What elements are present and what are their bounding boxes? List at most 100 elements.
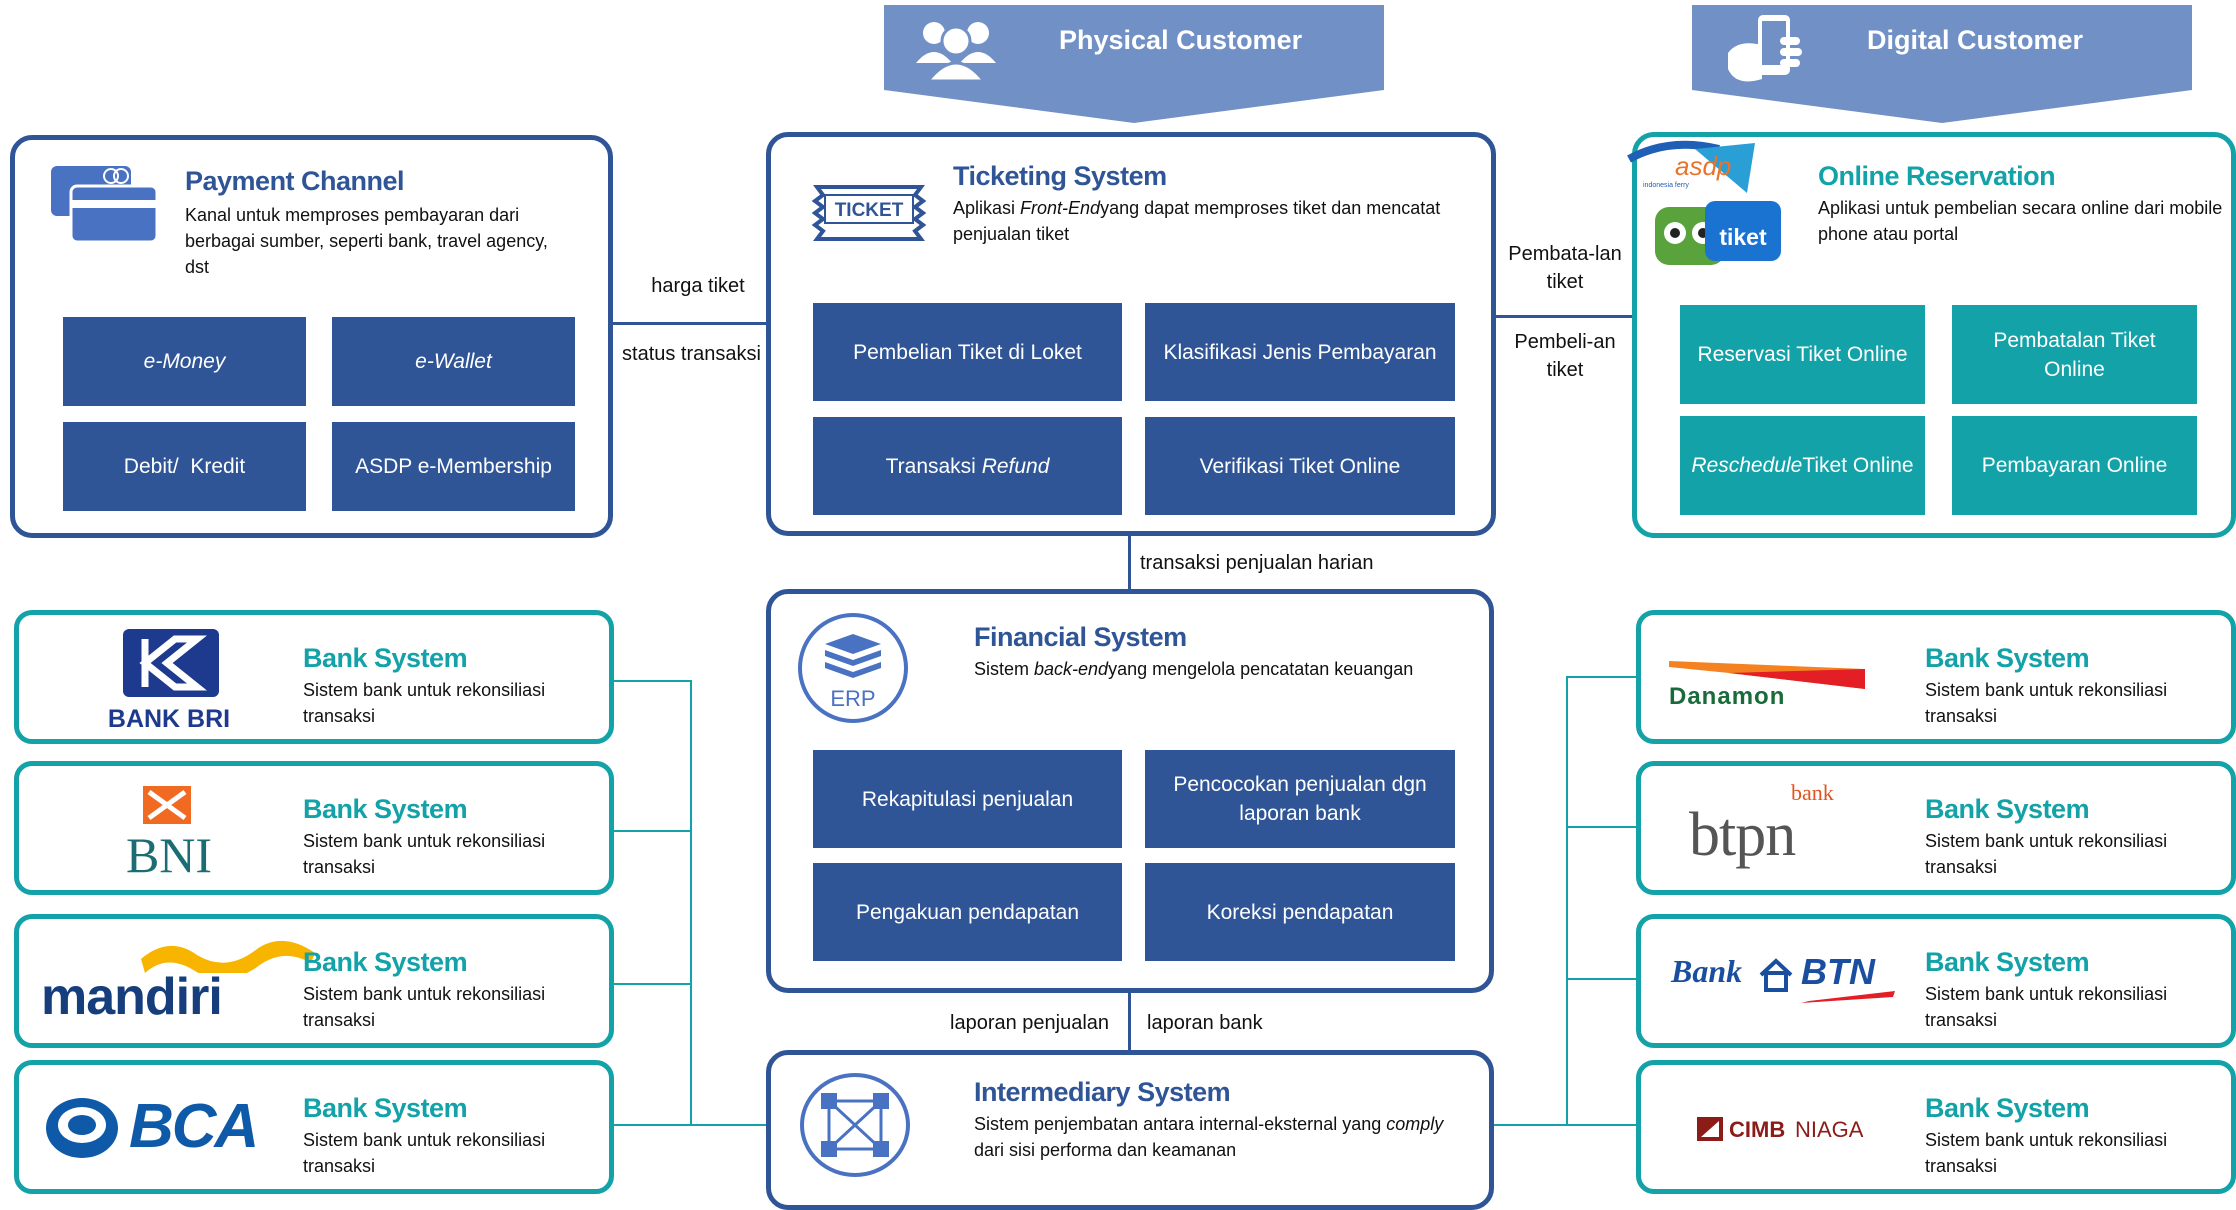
online-reservation-desc: Aplikasi untuk pembelian secara online d… bbox=[1818, 198, 2223, 244]
financial-desc: Sistem back-endyang mengelola pencatatan… bbox=[974, 659, 1414, 679]
network-icon bbox=[800, 1073, 910, 1177]
ticket-icon-text: TICKET bbox=[835, 200, 904, 221]
header-arrow-shape bbox=[884, 5, 1384, 123]
connector-btn bbox=[1566, 978, 1638, 980]
label-status-transaksi: status transaksi bbox=[622, 343, 761, 365]
tile-e-wallet: e-Wallet bbox=[332, 317, 575, 406]
phone-in-hand-icon bbox=[1728, 15, 1802, 82]
intermediary-desc: Sistem penjembatan antara internal-ekste… bbox=[974, 1114, 1444, 1160]
label-pembelian-tiket: Pembeli-an tiket bbox=[1514, 331, 1616, 381]
bca-logo-text: BCA bbox=[129, 1092, 259, 1161]
bni-logo: BNI bbox=[79, 780, 259, 890]
bank-desc: Sistem bank untuk rekonsiliasi transaksi bbox=[303, 984, 546, 1030]
credit-card-icon bbox=[51, 166, 159, 244]
tile-pembatalan-online: Pembatalan Tiket Online bbox=[1952, 305, 2197, 404]
connector-payment-ticketing bbox=[608, 322, 768, 325]
bank-desc: Sistem bank untuk rekonsiliasi transaksi bbox=[303, 1130, 546, 1176]
house-icon bbox=[1759, 958, 1793, 992]
danamon-logo: Danamon bbox=[1669, 659, 1869, 719]
erp-icon: ERP bbox=[798, 613, 908, 723]
bni-logo-mark bbox=[143, 786, 191, 824]
bri-logo-text: BANK BRI bbox=[107, 705, 231, 733]
btpn-logo-text: btpn bbox=[1689, 801, 1796, 869]
bank-desc: Sistem bank untuk rekonsiliasi transaksi bbox=[1925, 680, 2168, 726]
tile-e-money: e-Money bbox=[63, 317, 306, 406]
online-reservation-title: Online Reservation bbox=[1818, 161, 2056, 191]
label-harga-tiket: harga tiket bbox=[651, 275, 745, 297]
bca-logo-emblem bbox=[46, 1098, 118, 1158]
mandiri-logo: mandiri bbox=[39, 939, 315, 1039]
bank-title: Bank System bbox=[1925, 1093, 2090, 1123]
btn-logo-text-a: Bank bbox=[1671, 953, 1743, 989]
bank-card-bca: BCA Bank System Sistem bank untuk rekons… bbox=[14, 1060, 614, 1194]
mandiri-logo-wave bbox=[141, 940, 315, 973]
connector-mandiri bbox=[612, 983, 692, 985]
financial-system-panel: ERP Financial System Sistem back-endyang… bbox=[766, 589, 1494, 993]
label-laporan-bank: laporan bank bbox=[1147, 1012, 1263, 1034]
bank-desc: Sistem bank untuk rekonsiliasi transaksi bbox=[303, 831, 546, 877]
bank-card-bni: BNI Bank System Sistem bank untuk rekons… bbox=[14, 761, 614, 895]
tile-asdp-membership: ASDP e-Membership bbox=[332, 422, 575, 511]
label-transaksi-harian: transaksi penjualan harian bbox=[1140, 552, 1374, 574]
physical-customer-header: Physical Customer bbox=[884, 5, 1384, 123]
payment-channel-desc: Kanal untuk memproses pembayaran dari be… bbox=[185, 205, 548, 277]
digital-customer-header: Digital Customer bbox=[1692, 5, 2192, 123]
connector-btpn bbox=[1566, 826, 1638, 828]
connector-bca bbox=[612, 1124, 770, 1126]
bni-logo-text: BNI bbox=[125, 827, 213, 883]
tile-pembelian-loket: Pembelian Tiket di Loket bbox=[813, 303, 1122, 401]
btpn-logo: bank btpn bbox=[1689, 780, 1889, 890]
tile-transaksi-refund: Transaksi Refund bbox=[813, 417, 1122, 515]
header-arrow-shape bbox=[1692, 5, 2192, 123]
label-laporan-penjualan: laporan penjualan bbox=[950, 1012, 1110, 1034]
label-pembatalan-tiket: Pembata-lan tiket bbox=[1508, 243, 1622, 293]
bank-title: Bank System bbox=[1925, 794, 2090, 824]
bank-title: Bank System bbox=[1925, 947, 2090, 977]
asdp-logo-sub: indonesia ferry bbox=[1643, 182, 1689, 189]
tile-pencocokan: Pencocokan penjualan dgn laporan bank bbox=[1145, 750, 1455, 848]
bank-card-mandiri: mandiri Bank System Sistem bank untuk re… bbox=[14, 914, 614, 1048]
connector-financial-intermediary bbox=[1128, 990, 1131, 1052]
btn-logo-text-b: BTN bbox=[1801, 951, 1875, 992]
tile-reschedule-online: RescheduleTiket Online bbox=[1680, 416, 1925, 515]
online-reservation-panel: asdp indonesia ferry tiket Online Reserv… bbox=[1627, 132, 2236, 538]
tiket-logo-text: tiket bbox=[1719, 224, 1767, 250]
btn-logo-underline bbox=[1801, 991, 1895, 1003]
erp-icon-text: ERP bbox=[830, 686, 875, 711]
danamon-logo-text: Danamon bbox=[1669, 683, 1786, 710]
cimb-logo-text-a: CIMB bbox=[1729, 1117, 1786, 1142]
bri-logo: BANK BRI bbox=[69, 627, 269, 737]
bank-title: Bank System bbox=[303, 643, 468, 673]
physical-customer-label: Physical Customer bbox=[1059, 25, 1303, 55]
bank-card-cimb: CIMB NIAGA Bank System Sistem bank untuk… bbox=[1636, 1060, 2236, 1194]
intermediary-title: Intermediary System bbox=[974, 1077, 1231, 1107]
intermediary-system-panel: Intermediary System Sistem penjembatan a… bbox=[766, 1050, 1494, 1210]
bank-desc: Sistem bank untuk rekonsiliasi transaksi bbox=[1925, 1130, 2168, 1176]
ticketing-title: Ticketing System bbox=[953, 161, 1167, 191]
bank-card-btpn: bank btpn Bank System Sistem bank untuk … bbox=[1636, 761, 2236, 895]
bca-logo: BCA bbox=[43, 1092, 303, 1165]
btpn-logo-sup: bank bbox=[1791, 780, 1834, 805]
bank-title: Bank System bbox=[303, 794, 468, 824]
mandiri-logo-text: mandiri bbox=[41, 968, 223, 1026]
bri-logo-mark bbox=[123, 629, 219, 697]
people-icon bbox=[916, 22, 996, 83]
bank-title: Bank System bbox=[303, 947, 468, 977]
digital-customer-label: Digital Customer bbox=[1867, 25, 2084, 55]
ticket-icon: TICKET bbox=[811, 185, 927, 241]
connector-ticketing-financial bbox=[1128, 534, 1131, 592]
tile-verifikasi-tiket: Verifikasi Tiket Online bbox=[1145, 417, 1455, 515]
bank-card-danamon: Danamon Bank System Sistem bank untuk re… bbox=[1636, 610, 2236, 744]
connector-bri bbox=[612, 680, 692, 682]
danamon-logo-stripe bbox=[1669, 661, 1865, 689]
asdp-logo-text: asdp bbox=[1675, 151, 1731, 181]
tile-pengakuan: Pengakuan pendapatan bbox=[813, 863, 1122, 961]
online-partner-logos: asdp indonesia ferry tiket bbox=[1627, 140, 1781, 265]
btn-logo: Bank BTN bbox=[1671, 951, 1911, 1013]
bank-desc: Sistem bank untuk rekonsiliasi transaksi bbox=[1925, 984, 2168, 1030]
tile-klasifikasi-pembayaran: Klasifikasi Jenis Pembayaran bbox=[1145, 303, 1455, 401]
bank-card-bri: BANK BRI Bank System Sistem bank untuk r… bbox=[14, 610, 614, 744]
tile-reservasi-online: Reservasi Tiket Online bbox=[1680, 305, 1925, 404]
connector-bni bbox=[612, 830, 692, 832]
cimb-logo: CIMB NIAGA bbox=[1697, 1115, 1917, 1155]
